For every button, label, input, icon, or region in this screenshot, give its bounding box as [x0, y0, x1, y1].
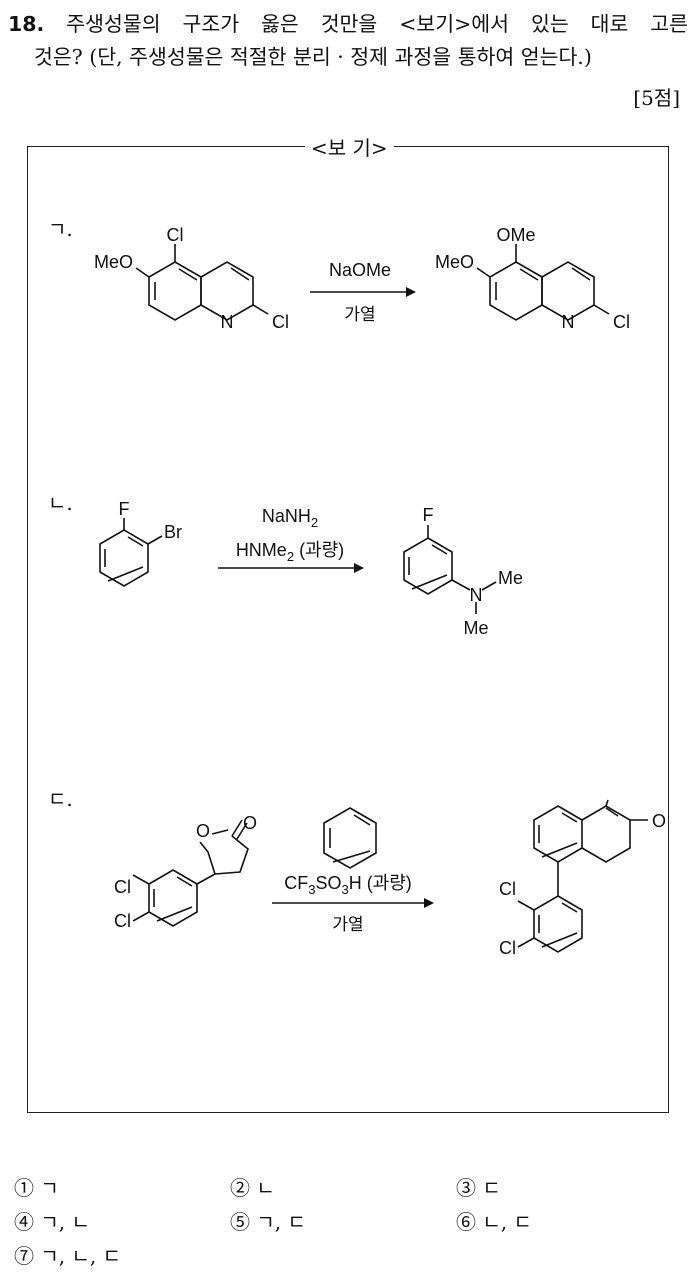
atom-label: O: [243, 813, 257, 833]
atom-label: OMe: [496, 225, 535, 245]
points-label: [5점]: [633, 86, 680, 110]
item-label-b: ㄴ.: [48, 491, 73, 515]
reagent-label: HNMe: [236, 540, 287, 560]
choice-5[interactable]: ⑤ ㄱ, ㄷ: [230, 1210, 306, 1234]
svg-text:HNMe2 (과량): HNMe2 (과량): [236, 540, 344, 564]
atom-label: F: [423, 505, 434, 525]
reaction-c-product: O Cl Cl: [499, 799, 666, 958]
choice-1[interactable]: ① ㄱ: [14, 1176, 59, 1200]
choice-7[interactable]: ⑦ ㄱ, ㄴ, ㄷ: [14, 1244, 121, 1268]
atom-label: MeO: [435, 252, 474, 272]
choice-3[interactable]: ③ ㄷ: [456, 1176, 501, 1200]
atom-label: N: [562, 312, 575, 332]
atom-label: F: [119, 499, 130, 519]
svg-text:NaNH2: NaNH2: [262, 506, 318, 530]
atom-label: Cl: [167, 225, 184, 245]
atom-label: Br: [164, 522, 182, 542]
reaction-a-arrow: NaOMe 가열: [310, 260, 416, 324]
atom-label: N: [470, 585, 483, 605]
reaction-a-product: OMe MeO N Cl: [435, 225, 630, 332]
atom-label: Cl: [613, 312, 630, 332]
atom-label: Me: [463, 618, 488, 638]
atom-label: O: [652, 811, 666, 831]
reagent-label: NaOMe: [329, 260, 391, 280]
reaction-a-reactant: Cl MeO N Cl: [94, 225, 289, 332]
choice-6[interactable]: ⑥ ㄴ, ㄷ: [456, 1210, 532, 1234]
reaction-b-arrow: NaNH2 HNMe2 (과량): [218, 506, 364, 573]
atom-label: N: [221, 312, 234, 332]
reagent-label: 가열: [332, 915, 363, 934]
choice-4[interactable]: ④ ㄱ, ㄴ: [14, 1210, 90, 1234]
atom-label: Cl: [114, 911, 131, 931]
reaction-c-arrow: CF3SO3H (과량) 가열: [272, 807, 434, 934]
reaction-b-product: F N Me Me: [403, 505, 523, 638]
item-label-c: ㄷ.: [48, 787, 73, 811]
item-label-a: ㄱ.: [48, 217, 73, 241]
choice-2[interactable]: ② ㄴ: [230, 1176, 275, 1200]
reaction-c-reactant: O O Cl Cl: [114, 813, 257, 931]
reagent-label: CF: [284, 873, 308, 893]
atom-label: Cl: [272, 312, 289, 332]
atom-label: Me: [498, 568, 523, 588]
example-box-title: <보 기>: [305, 137, 394, 159]
reagent-label: NaNH: [262, 506, 311, 526]
atom-label: Cl: [499, 938, 516, 958]
atom-label: MeO: [94, 252, 133, 272]
atom-label: O: [196, 821, 210, 841]
atom-label: Cl: [114, 877, 131, 897]
question-text: 18. 주생성물의 구조가 옳은 것만을 <보기>에서 있는 대로 고른 것은?…: [8, 8, 688, 74]
question-line-1: 18. 주생성물의 구조가 옳은 것만을 <보기>에서 있는 대로 고른: [8, 12, 688, 36]
reaction-b-reactant: F Br: [99, 499, 182, 587]
reagent-label: 가열: [344, 305, 375, 324]
atom-label: Cl: [499, 879, 516, 899]
question-number: 18.: [8, 12, 45, 36]
question-line-2: 것은? (단, 주생성물은 적절한 분리 · 정제 과정을 통하여 얻는다.): [34, 45, 592, 69]
svg-text:CF3SO3H (과량): CF3SO3H (과량): [284, 873, 412, 897]
